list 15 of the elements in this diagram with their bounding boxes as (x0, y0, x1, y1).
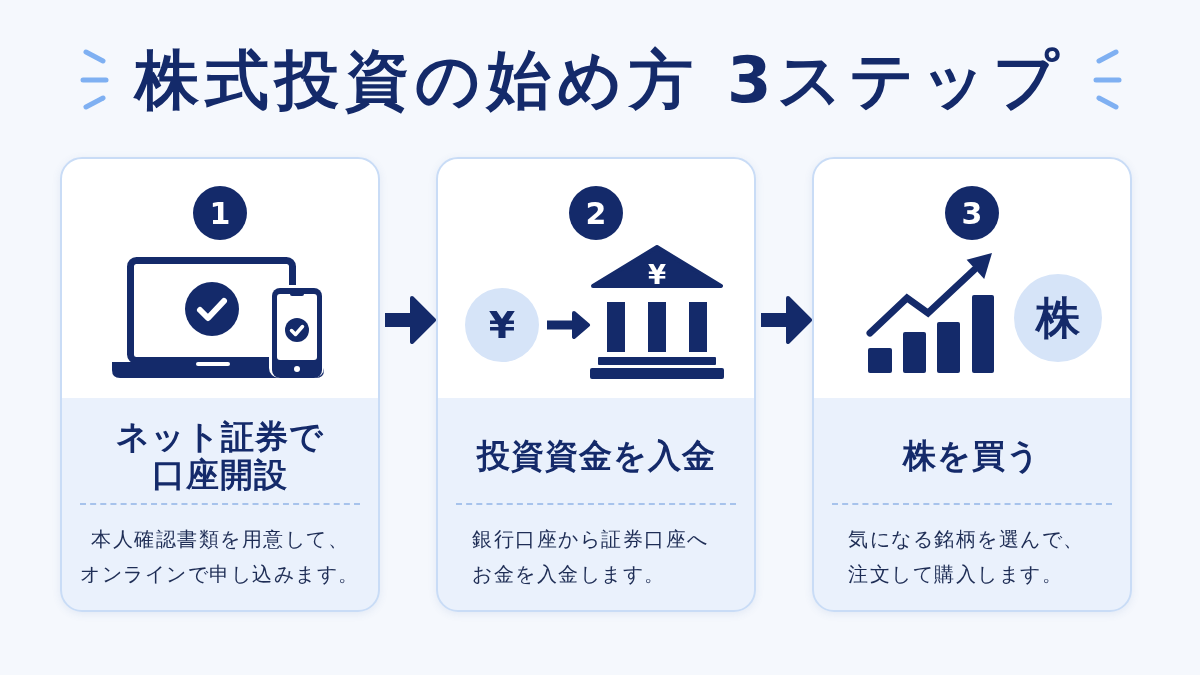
yen-circle: ¥ (465, 288, 539, 362)
step-number-circle: 3 (945, 186, 999, 240)
kanji-circle: 株 (1014, 274, 1102, 362)
step-description: 気になる銘柄を選んで、注文して購入します。 (848, 526, 1086, 588)
step-description: 銀行口座から証券口座へお金を入金します。 (472, 526, 710, 588)
step-card (436, 157, 756, 612)
step-heading: ネット証券で口座開設 (115, 418, 325, 494)
step-card (812, 157, 1132, 612)
step-heading: 株を買う (903, 437, 1041, 475)
step-heading: 投資資金を入金 (476, 437, 716, 475)
step-card (60, 157, 380, 612)
step-number-circle: 1 (193, 186, 247, 240)
step-description: 本人確認書類を用意して、オンラインで申し込みます。 (79, 526, 361, 588)
step-number-circle: 2 (569, 186, 623, 240)
title: 株式投資の始め方 3ステップ (134, 42, 1066, 118)
